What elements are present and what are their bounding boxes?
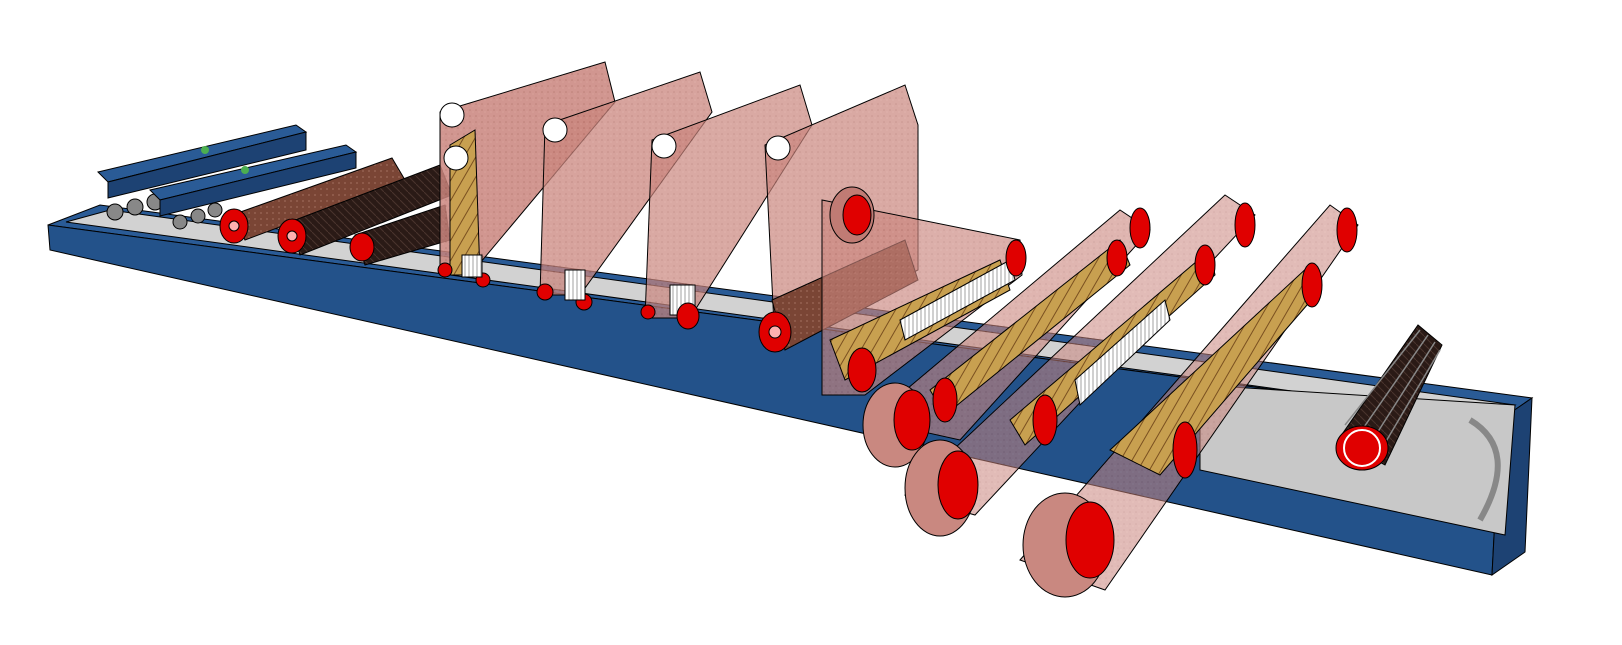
horizontal-belt-unit-2 <box>862 207 1151 468</box>
head-2-brushes <box>172 202 223 230</box>
head-indicator-icon <box>201 146 209 154</box>
outfeed-curl <box>1468 417 1501 522</box>
horizontal-belt-unit-3 <box>904 194 1256 537</box>
horizontal-belt-unit-1 <box>821 186 1027 396</box>
sanding-belt-unit-2 <box>536 71 713 311</box>
brush-roller-dark-1 <box>277 164 453 256</box>
spiral-brush-roller <box>1335 324 1443 471</box>
head-indicator-icon <box>241 166 249 174</box>
sanding-belt-unit-1 <box>437 61 616 288</box>
brush-roller-dark-2 <box>349 204 451 266</box>
planetary-head-2 <box>149 144 358 230</box>
horizontal-belt-unit-4 <box>1019 204 1359 598</box>
